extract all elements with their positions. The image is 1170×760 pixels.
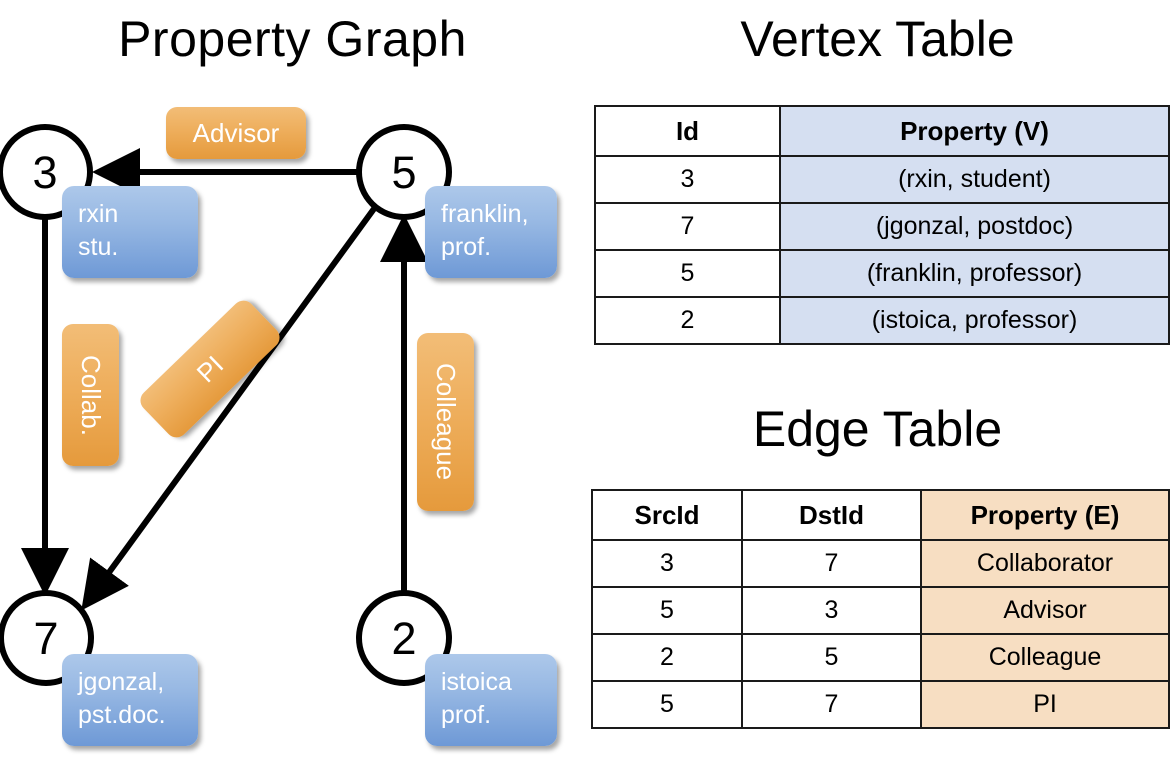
table-row[interactable]: 5 3 Advisor <box>591 586 1170 635</box>
edge-table: SrcId DstId Property (E) 3 7 Collaborato… <box>591 489 1170 729</box>
vertex-property-line: prof. <box>441 232 492 261</box>
vertex-label-5: 5 <box>391 147 416 198</box>
cell-property: (rxin, student) <box>779 155 1170 204</box>
tables-panel: Vertex Table Id Property (V) 3 (rxin, st… <box>585 0 1170 760</box>
cell-dstid: 3 <box>741 586 922 635</box>
vertex-property-box-7: jgonzal, pst.doc. <box>62 654 198 746</box>
page-title-property-graph: Property Graph <box>118 11 467 67</box>
cell-property: PI <box>920 680 1170 729</box>
collab-label: Collab. <box>62 324 119 466</box>
cell-srcid: 5 <box>591 680 743 729</box>
edge-table-title: Edge Table <box>752 401 1003 457</box>
vertex-property-line: prof. <box>441 700 492 729</box>
table-row[interactable]: 3 7 Collaborator <box>591 539 1170 588</box>
cell-dstid: 7 <box>741 539 922 588</box>
vertex-label-2: 2 <box>391 613 416 664</box>
table-row[interactable]: 5 (franklin, professor) <box>594 249 1170 298</box>
vertex-property-line: istoica <box>441 668 512 696</box>
colleague-label: Colleague <box>417 333 474 511</box>
column-header-srcid: SrcId <box>591 489 743 541</box>
vertex-property-line: franklin, <box>441 200 529 228</box>
cell-srcid: 5 <box>591 586 743 635</box>
cell-srcid: 2 <box>591 633 743 682</box>
table-row[interactable]: 5 7 PI <box>591 680 1170 729</box>
cell-dstid: 5 <box>741 633 922 682</box>
property-graph-panel: Property Graph 3 5 7 2 Advisor Collab. P… <box>0 11 557 746</box>
vertex-table: Id Property (V) 3 (rxin, student) 7 (jgo… <box>594 105 1170 345</box>
column-header-property-e: Property (E) <box>920 489 1170 541</box>
cell-srcid: 3 <box>591 539 743 588</box>
table-header-row: Id Property (V) <box>594 105 1170 157</box>
cell-id: 2 <box>594 296 781 345</box>
vertex-label-7: 7 <box>33 613 58 664</box>
column-header-id: Id <box>594 105 781 157</box>
edge-5-to-7-pi <box>81 204 379 611</box>
vertex-property-line: rxin <box>78 200 119 228</box>
vertex-property-box-2: istoica prof. <box>425 654 557 746</box>
vertex-property-line: jgonzal, <box>78 668 165 696</box>
cell-property: (jgonzal, postdoc) <box>779 202 1170 251</box>
vertex-property-line: stu. <box>78 232 119 261</box>
vertex-table-title: Vertex Table <box>740 11 1015 67</box>
cell-property: Colleague <box>920 633 1170 682</box>
vertex-property-line: pst.doc. <box>78 700 166 729</box>
cell-id: 7 <box>594 202 781 251</box>
vertex-property-box-5: franklin, prof. <box>425 186 557 278</box>
table-row[interactable]: 7 (jgonzal, postdoc) <box>594 202 1170 251</box>
cell-property: (istoica, professor) <box>779 296 1170 345</box>
vertex-property-box-3: rxin stu. <box>62 186 198 278</box>
table-row[interactable]: 2 (istoica, professor) <box>594 296 1170 345</box>
vertex-label-3: 3 <box>32 147 57 198</box>
cell-id: 3 <box>594 155 781 204</box>
cell-property: Advisor <box>920 586 1170 635</box>
column-header-dstid: DstId <box>741 489 922 541</box>
cell-id: 5 <box>594 249 781 298</box>
cell-property: Collaborator <box>920 539 1170 588</box>
cell-dstid: 7 <box>741 680 922 729</box>
table-row[interactable]: 3 (rxin, student) <box>594 155 1170 204</box>
table-row[interactable]: 2 5 Colleague <box>591 633 1170 682</box>
advisor-label: Advisor <box>166 107 306 159</box>
cell-property: (franklin, professor) <box>779 249 1170 298</box>
column-header-property-v: Property (V) <box>779 105 1170 157</box>
table-header-row: SrcId DstId Property (E) <box>591 489 1170 541</box>
